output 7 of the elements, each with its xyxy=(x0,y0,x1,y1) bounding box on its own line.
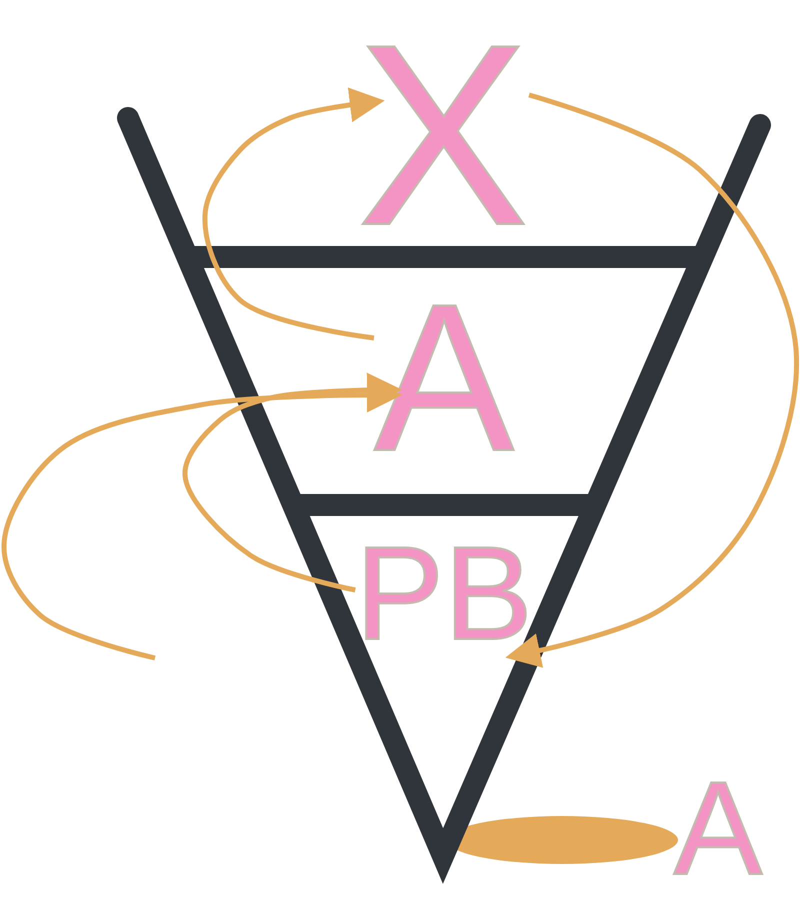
layer-letter: A xyxy=(374,273,514,483)
curved-arrow xyxy=(505,92,799,668)
layer-letter: A xyxy=(674,763,762,896)
curved-arrow xyxy=(182,372,402,592)
layer-letter: PB xyxy=(355,528,533,661)
layer-letter: X xyxy=(356,6,530,264)
curved-arrow xyxy=(202,88,385,340)
